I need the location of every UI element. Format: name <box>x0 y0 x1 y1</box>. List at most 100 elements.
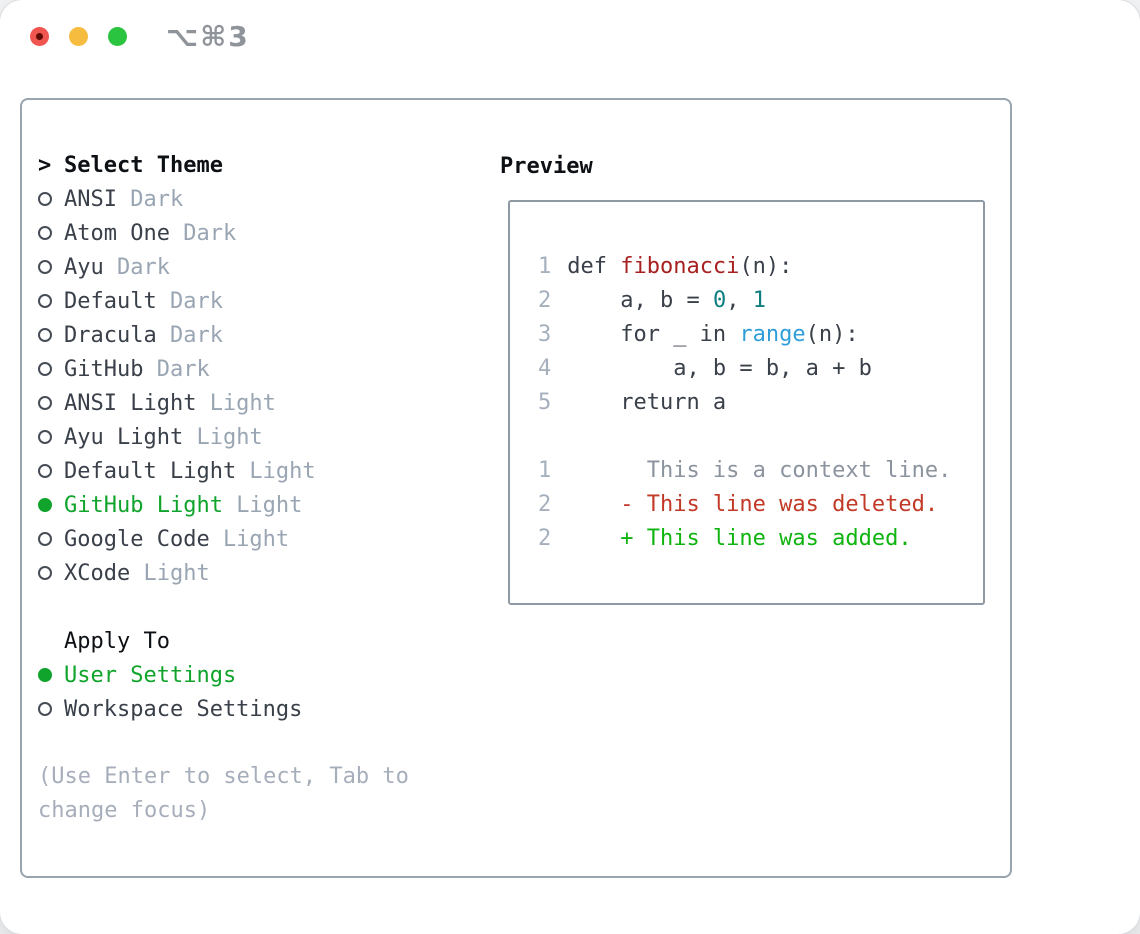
theme-item-dracula[interactable]: Dracula Dark <box>38 318 490 352</box>
code-segment: + This line was added. <box>567 526 912 551</box>
theme-name: Ayu Light <box>64 424 184 450</box>
radio-icon <box>38 294 52 308</box>
theme-name: Google Code <box>64 526 210 552</box>
code-line: 1 This is a context line. <box>538 454 983 488</box>
theme-variant: Dark <box>130 186 184 212</box>
radio-selected-icon <box>38 668 52 682</box>
select-theme-title: Select Theme <box>64 152 223 178</box>
window-title: ⌥⌘3 <box>166 20 250 53</box>
radio-icon <box>38 702 52 716</box>
theme-name: Default Light <box>64 458 237 484</box>
radio-icon <box>38 362 52 376</box>
theme-name: Atom One <box>64 220 170 246</box>
apply-option-user-settings[interactable]: User Settings <box>38 658 490 692</box>
code-line: 3 for _ in range(n): <box>538 318 983 352</box>
theme-name: GitHub Light <box>64 492 223 518</box>
theme-variant: Dark <box>116 254 170 280</box>
theme-name: ANSI <box>64 186 117 212</box>
apply-option-label: User Settings <box>64 662 237 688</box>
preview-title: Preview <box>500 154 593 179</box>
theme-item-ansi[interactable]: ANSI Dark <box>38 182 490 216</box>
theme-variant: Light <box>143 560 210 586</box>
theme-name: XCode <box>64 560 131 586</box>
radio-icon <box>38 566 52 580</box>
radio-icon <box>38 396 52 410</box>
theme-item-atom-one[interactable]: Atom One Dark <box>38 216 490 250</box>
code-segment: a, b = b, a + b <box>567 356 872 381</box>
code-line: 2 + This line was added. <box>538 522 983 556</box>
close-button[interactable] <box>30 27 49 46</box>
theme-item-github-light[interactable]: GitHub Light Light <box>38 488 490 522</box>
theme-item-ansi-light[interactable]: ANSI Light Light <box>38 386 490 420</box>
traffic-lights <box>30 27 127 46</box>
radio-icon <box>38 192 52 206</box>
theme-item-default-light[interactable]: Default Light Light <box>38 454 490 488</box>
apply-option-workspace-settings[interactable]: Workspace Settings <box>38 692 490 726</box>
radio-icon <box>38 532 52 546</box>
line-number: 1 <box>538 254 552 279</box>
code-segment: , <box>726 288 753 313</box>
theme-item-xcode[interactable]: XCode Light <box>38 556 490 590</box>
theme-variant: Light <box>249 458 316 484</box>
code-segment: for _ in <box>567 322 740 347</box>
theme-variant: Dark <box>156 356 210 382</box>
line-number: 3 <box>538 322 552 347</box>
code-segment: 1 <box>752 288 766 313</box>
code-segment: (n): <box>739 254 793 279</box>
code-segment: - This line was deleted. <box>567 492 939 517</box>
theme-item-github[interactable]: GitHub Dark <box>38 352 490 386</box>
theme-variant: Dark <box>169 322 223 348</box>
radio-icon <box>38 430 52 444</box>
select-theme-header: > Select Theme <box>38 148 490 182</box>
code-line: 1 def fibonacci(n): <box>538 250 983 284</box>
theme-item-default[interactable]: Default Dark <box>38 284 490 318</box>
maximize-button[interactable] <box>108 27 127 46</box>
code-line <box>538 420 983 454</box>
code-segment: 0 <box>712 288 727 313</box>
theme-variant: Light <box>209 390 276 416</box>
close-dot-icon <box>36 33 43 40</box>
code-line: 5 return a <box>538 386 983 420</box>
theme-variant: Light <box>196 424 263 450</box>
line-number: 4 <box>538 356 552 381</box>
theme-variant: Dark <box>169 288 223 314</box>
hint-text: (Use Enter to select, Tab to change focu… <box>38 764 409 823</box>
code-line: 4 a, b = b, a + b <box>538 352 983 386</box>
code-segment: return a <box>567 390 727 415</box>
spacer <box>38 590 490 624</box>
line-number: 5 <box>538 390 552 415</box>
theme-variant: Light <box>236 492 303 518</box>
radio-icon <box>38 226 52 240</box>
apply-to-title: Apply To <box>64 628 170 654</box>
minimize-button[interactable] <box>69 27 88 46</box>
code-segment: range <box>739 322 806 347</box>
code-segment: def <box>567 254 621 279</box>
theme-name: Dracula <box>64 322 157 348</box>
radio-icon <box>38 260 52 274</box>
line-number: 2 <box>538 492 552 517</box>
code-segment: (n): <box>805 322 859 347</box>
spacer <box>38 726 490 760</box>
radio-selected-icon <box>38 498 52 512</box>
titlebar: ⌥⌘3 <box>0 0 1140 75</box>
radio-icon <box>38 464 52 478</box>
apply-to-header: Apply To <box>38 624 490 658</box>
theme-item-ayu-light[interactable]: Ayu Light Light <box>38 420 490 454</box>
theme-name: Default <box>64 288 157 314</box>
code-segment: a, b = <box>567 288 713 313</box>
code-segment: fibonacci <box>620 254 740 279</box>
theme-variant: Dark <box>183 220 237 246</box>
theme-name: GitHub <box>64 356 144 382</box>
code-segment: This is a context line. <box>567 458 952 483</box>
radio-icon <box>38 328 52 342</box>
theme-name: ANSI Light <box>64 390 197 416</box>
